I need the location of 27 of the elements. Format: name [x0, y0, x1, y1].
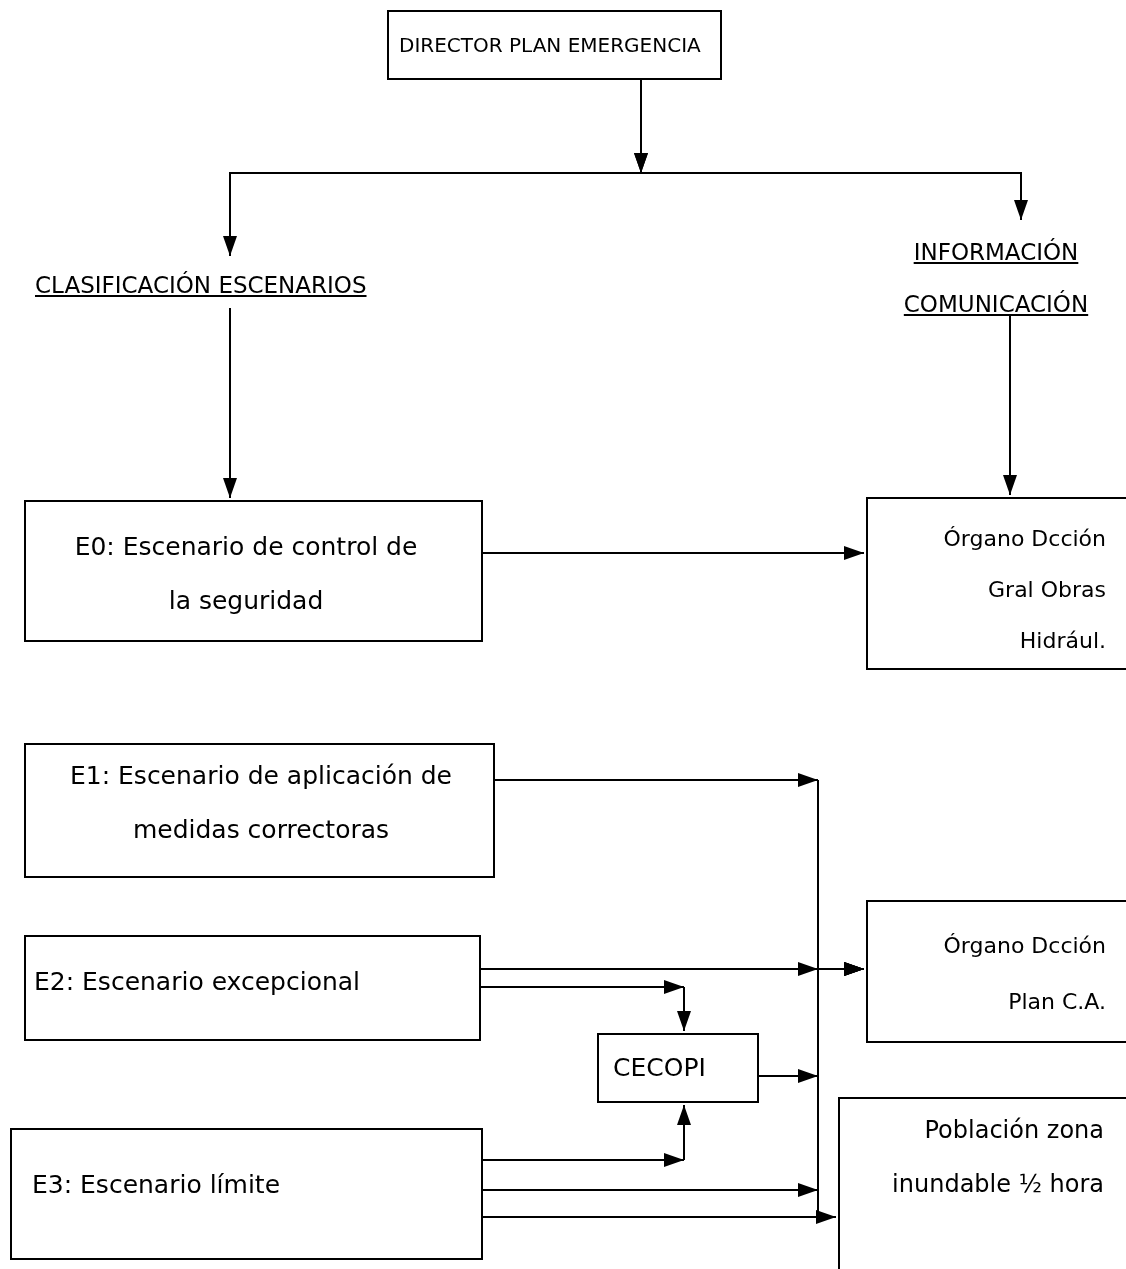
box-label: E1: Escenario de aplicación de medidas correctoras — [69, 760, 453, 846]
box-label: DIRECTOR PLAN EMERGENCIA — [399, 33, 701, 57]
scenario-box — [24, 500, 483, 642]
section-heading: CLASIFICACIÓN ESCENARIOS — [35, 272, 367, 298]
arrow — [634, 79, 1028, 221]
section-heading: INFORMACIÓN COMUNICACIÓN — [902, 237, 1090, 319]
box-label: Órgano Dcción Gral Obras Hidrául. — [942, 525, 1106, 655]
organ-box — [866, 497, 1126, 670]
box-label: Población zona inundable ½ hora — [891, 1115, 1104, 1200]
role-box — [387, 10, 722, 80]
process-box — [597, 1033, 759, 1103]
scenario-box — [10, 1128, 483, 1260]
box-label: CECOPI — [613, 1053, 706, 1082]
box-label: E2: Escenario excepcional — [34, 967, 361, 996]
arrow — [223, 307, 237, 499]
organ-box — [866, 900, 1126, 1043]
arrow — [480, 980, 691, 1032]
box-label: E0: Escenario de control de la seguridad — [73, 531, 419, 617]
population-box — [838, 1097, 1126, 1269]
arrow — [482, 1104, 691, 1167]
arrow — [1003, 313, 1017, 496]
arrow — [482, 546, 865, 560]
box-label: E3: Escenario límite — [32, 1170, 281, 1199]
scenario-box — [24, 743, 495, 878]
box-label: Órgano Dcción Plan C.A. — [942, 932, 1106, 1016]
arrow — [482, 1189, 837, 1224]
scenario-box — [24, 935, 481, 1041]
